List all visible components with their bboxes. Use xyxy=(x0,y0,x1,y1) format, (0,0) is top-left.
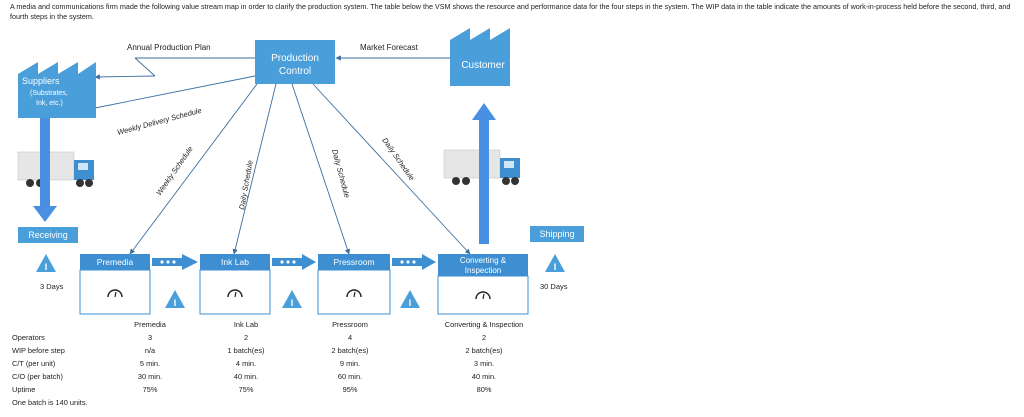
gauge-icon xyxy=(346,289,362,298)
truck-icon-inbound xyxy=(17,151,94,187)
inventory-triangle-shipping xyxy=(545,254,565,272)
daily-schedule-label-2: Daily Schedule xyxy=(330,148,352,199)
inbound-arrow-head xyxy=(33,206,57,222)
process-converting: Converting & Inspection xyxy=(437,254,529,315)
inventory-triangle-2 xyxy=(282,290,302,308)
svg-text:I: I xyxy=(554,262,557,272)
push-arrow-1 xyxy=(152,254,198,270)
customer-factory: Customer xyxy=(450,28,510,86)
svg-text:Pressroom: Pressroom xyxy=(333,257,374,267)
days-in-label: 3 Days xyxy=(40,282,64,291)
gauge-icon xyxy=(227,289,243,298)
shipping-label: Shipping xyxy=(539,229,574,239)
outbound-arrow-head xyxy=(472,103,496,120)
outbound-arrow-shaft xyxy=(479,118,489,244)
line-weekly-schedule xyxy=(129,83,258,255)
suppliers-factory: Suppliers (Substrates, Ink, etc.) xyxy=(18,62,96,118)
process-premedia: Premedia xyxy=(79,254,151,315)
annual-plan-label: Annual Production Plan xyxy=(127,43,211,52)
receiving-label: Receiving xyxy=(28,230,68,240)
line-weekly-delivery xyxy=(94,75,256,109)
line-daily-converting xyxy=(312,83,471,255)
process-pressroom: Pressroom xyxy=(317,254,391,315)
gauge-icon xyxy=(475,291,491,300)
production-control-box xyxy=(255,40,335,84)
days-out-label: 30 Days xyxy=(540,282,568,291)
weekly-delivery-label: Weekly Delivery Schedule xyxy=(116,106,202,137)
push-arrow-2 xyxy=(272,254,316,270)
svg-text:Inspection: Inspection xyxy=(465,266,501,275)
svg-text:(Substrates,: (Substrates, xyxy=(30,90,68,97)
inventory-triangle-receiving xyxy=(36,254,56,272)
svg-text:I: I xyxy=(409,298,412,308)
line-daily-inklab xyxy=(232,83,277,255)
daily-schedule-label-1: Daily Schedule xyxy=(237,160,255,211)
production-control-label: Production xyxy=(271,53,319,64)
market-forecast-label: Market Forecast xyxy=(360,43,419,52)
inventory-triangle-1 xyxy=(165,290,185,308)
weekly-schedule-label: Weekly Schedule xyxy=(154,145,195,198)
svg-text:Ink Lab: Ink Lab xyxy=(221,257,249,267)
svg-text:I: I xyxy=(174,298,177,308)
truck-icon-outbound xyxy=(443,149,520,185)
gauge-icon xyxy=(107,289,123,298)
svg-text:I: I xyxy=(45,262,48,272)
push-arrow-3 xyxy=(392,254,436,270)
inventory-triangle-3 xyxy=(400,290,420,308)
shipping-box xyxy=(530,226,584,242)
daily-schedule-label-3: Daily Schedule xyxy=(380,136,416,182)
process-inklab: Ink Lab xyxy=(199,254,271,315)
svg-text:I: I xyxy=(291,298,294,308)
customer-label: Customer xyxy=(461,60,505,71)
svg-text:Premedia: Premedia xyxy=(97,257,134,267)
svg-text:Control: Control xyxy=(279,66,311,77)
suppliers-label: Suppliers xyxy=(22,76,60,86)
svg-text:Ink, etc.): Ink, etc.) xyxy=(36,100,63,107)
line-daily-pressroom xyxy=(291,83,351,255)
svg-text:Converting &: Converting & xyxy=(460,256,507,265)
inbound-arrow-shaft xyxy=(40,118,50,208)
info-flow-lines xyxy=(94,55,471,255)
intro-text: A media and communications firm made the… xyxy=(10,2,1011,21)
receiving-box xyxy=(18,227,78,243)
